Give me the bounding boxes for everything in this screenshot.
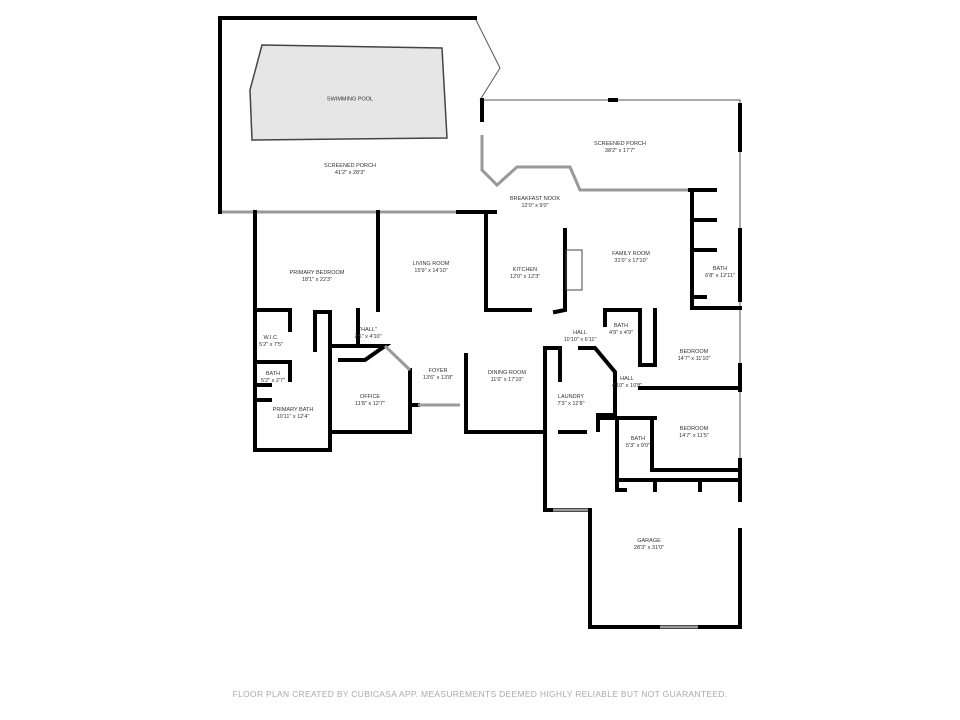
room-dimensions: 14'7" x 11'5" [679, 433, 709, 439]
room-label: W.I.C.5'2" x 7'5" [259, 335, 283, 349]
disclaimer-footer: FLOOR PLAN CREATED BY CUBICASA APP. MEAS… [232, 689, 728, 699]
room-dimensions: 7'3" x 12'8" [557, 401, 585, 407]
room-name: KITCHEN [512, 267, 538, 273]
room-name: BATH [630, 436, 646, 442]
room-dimensions: 38'2" x 17'7" [604, 148, 636, 154]
room-name: PRIMARY BATH [272, 407, 314, 413]
room-name: BREAKFAST NOOK [509, 196, 561, 202]
room-dimensions: 12'0" x 12'3" [509, 274, 541, 280]
room-name: SCREENED PORCH [594, 141, 646, 147]
right-porch-outline [482, 99, 741, 500]
room-name: HALL [620, 376, 634, 382]
room-name: BATH [265, 371, 281, 377]
room-dimensions: 5'2" x 7'5" [258, 342, 284, 348]
room-dimensions: 4'10" x 10'8" [611, 383, 643, 389]
room-dimensions: 11'8" x 12'7" [355, 401, 385, 407]
room-dimensions: 4'9" x 4'9" [608, 330, 634, 336]
room-name: HALL [573, 330, 587, 336]
room-name: SWIMMING POOL [326, 96, 374, 103]
room-name: DINING ROOM [488, 370, 526, 376]
room-name: PRIMARY BEDROOM [289, 270, 345, 276]
room-name: LAUNDRY [557, 394, 585, 400]
room-dimensions: 41'2" x 28'3" [334, 170, 366, 176]
room-dimensions: 6'8" x 12'11" [705, 273, 735, 279]
fireplace [565, 249, 583, 291]
room-name: BEDROOM [679, 426, 709, 432]
room-dimensions: 5'2" x 2'7" [260, 378, 286, 384]
room-name: GARAGE [637, 538, 661, 544]
room-dimensions: 2'5" x 4'10" [354, 334, 382, 340]
room-name: OFFICE [359, 394, 381, 400]
room-dimensions: 10'11" x 12'4" [276, 414, 310, 420]
room-name: FAMILY ROOM [612, 251, 650, 257]
room-dimensions: 10'10" x 6'11" [563, 337, 597, 343]
room-name: FOYER [428, 368, 448, 374]
room-dimensions: 12'0" x 9'0" [521, 203, 549, 209]
room-dimensions: 5'3" x 9'0" [625, 443, 651, 449]
room-dimensions: 18'1" x 22'3" [301, 277, 333, 283]
room-dimensions: 28'3" x 31'0" [633, 545, 665, 551]
room-name: BATH [712, 266, 728, 272]
room-name: "HALL" [359, 327, 377, 333]
room-dimensions: 31'0" x 17'10" [614, 258, 648, 264]
room-dimensions: 14'7" x 11'10" [677, 356, 711, 362]
room-name: W.I.C. [263, 335, 279, 341]
room-name: BATH [613, 323, 629, 329]
room-dimensions: 15'9" x 14'10" [414, 268, 448, 274]
room-label: "HALL"2'5" x 4'10" [354, 327, 381, 341]
room-name: SCREENED PORCH [324, 163, 376, 169]
room-dimensions: 11'6" x 17'10" [490, 377, 524, 383]
room-dimensions: 13'6" x 13'8" [422, 375, 454, 381]
room-name: LIVING ROOM [412, 261, 450, 267]
swimming-pool [249, 44, 448, 141]
room-label: SWIMMING POOL [327, 97, 373, 104]
room-name: BEDROOM [679, 349, 709, 355]
